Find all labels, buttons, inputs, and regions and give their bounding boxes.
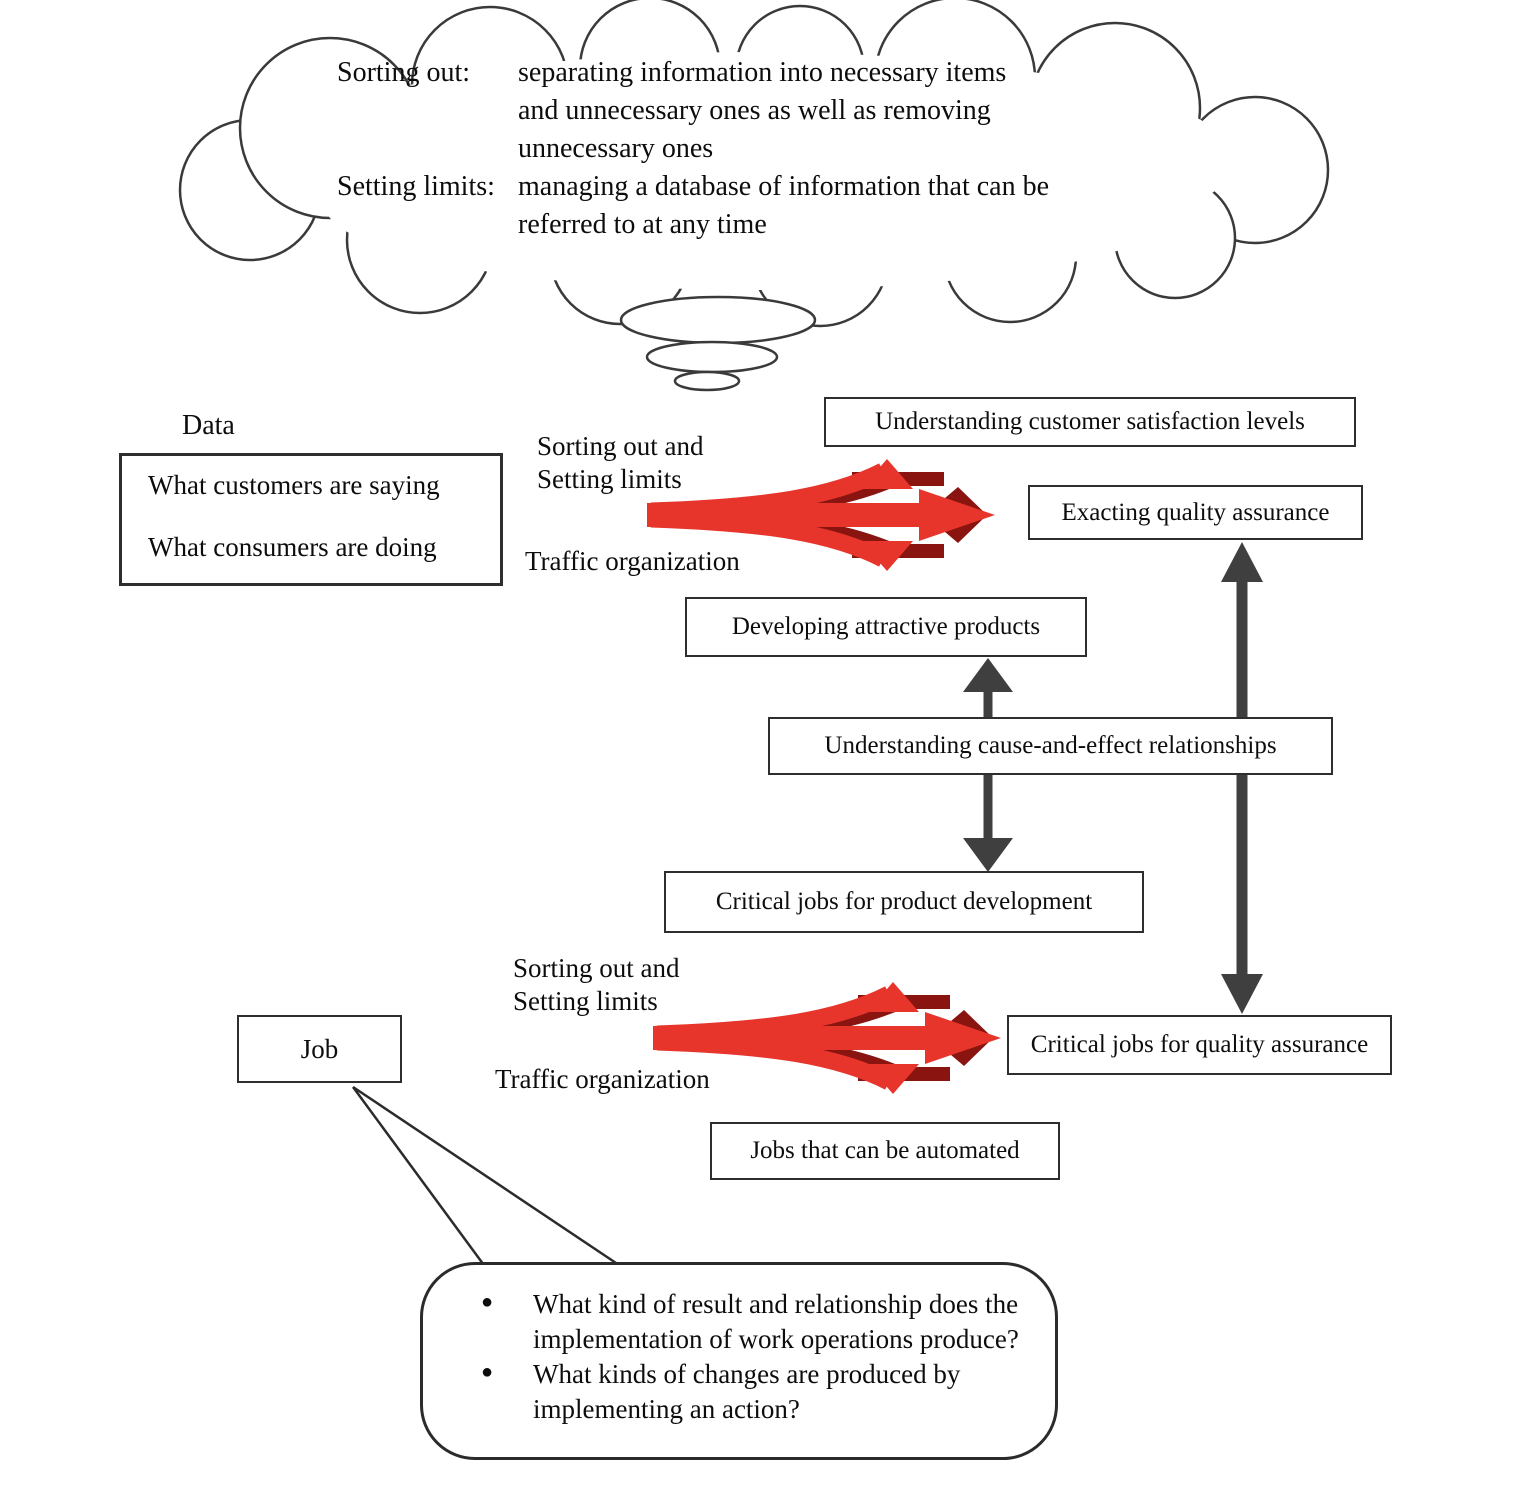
arrow-down-to-critical-product [963, 773, 1013, 872]
cloud-definitions: Sorting out: separating information into… [337, 54, 1049, 244]
cloud-term-sorting-out: Sorting out: [337, 57, 471, 88]
arrow-up-to-products [963, 658, 1013, 719]
job-callout-bubble: ● What kind of result and relationship d… [420, 1262, 1058, 1460]
data-input-line-2: What consumers are doing [148, 532, 437, 562]
job-process-bottom-label: Traffic organization [495, 1064, 710, 1094]
box-understanding-customer-satisfaction: Understanding customer satisfaction leve… [824, 397, 1356, 447]
callout-tail [351, 1085, 617, 1273]
box-cause-and-effect: Understanding cause-and-effect relations… [768, 717, 1333, 775]
thought-cloud-tail [619, 295, 817, 392]
box-critical-jobs-quality-assurance: Critical jobs for quality assurance [1007, 1015, 1392, 1075]
callout-bullet-text-2: What kinds of changes are produced by im… [533, 1359, 961, 1424]
data-input-box: What customers are saying What consumers… [119, 453, 503, 586]
cloud-def-setting-limits: managing a database of information that … [518, 171, 1050, 240]
cloud-term-setting-limits: Setting limits: [337, 171, 495, 202]
callout-bullet-item: ● What kinds of changes are produced by … [481, 1357, 1027, 1427]
box-job: Job [237, 1015, 402, 1083]
bullet-icon: ● [481, 1291, 494, 1313]
arrow-double-quality [1221, 542, 1263, 1014]
connector-arrows [963, 542, 1263, 1014]
job-process-top-label: Sorting out and Setting limits [513, 953, 680, 1016]
bullet-icon: ● [481, 1361, 494, 1383]
thought-cloud [178, 0, 1330, 328]
box-exacting-quality-assurance: Exacting quality assurance [1028, 485, 1363, 540]
data-section-title: Data [182, 410, 235, 441]
box-developing-attractive-products: Developing attractive products [685, 597, 1087, 657]
data-process-top-label: Sorting out and Setting limits [537, 431, 704, 494]
box-jobs-automated: Jobs that can be automated [710, 1122, 1060, 1180]
callout-bullet-item: ● What kind of result and relationship d… [481, 1287, 1027, 1357]
callout-bullet-text-1: What kind of result and relationship doe… [533, 1289, 1019, 1354]
data-input-line-1: What customers are saying [148, 470, 440, 500]
cloud-def-sorting-out: separating information into necessary it… [518, 57, 1007, 164]
box-critical-jobs-product-development: Critical jobs for product development [664, 871, 1144, 933]
data-process-bottom-label: Traffic organization [525, 546, 740, 576]
